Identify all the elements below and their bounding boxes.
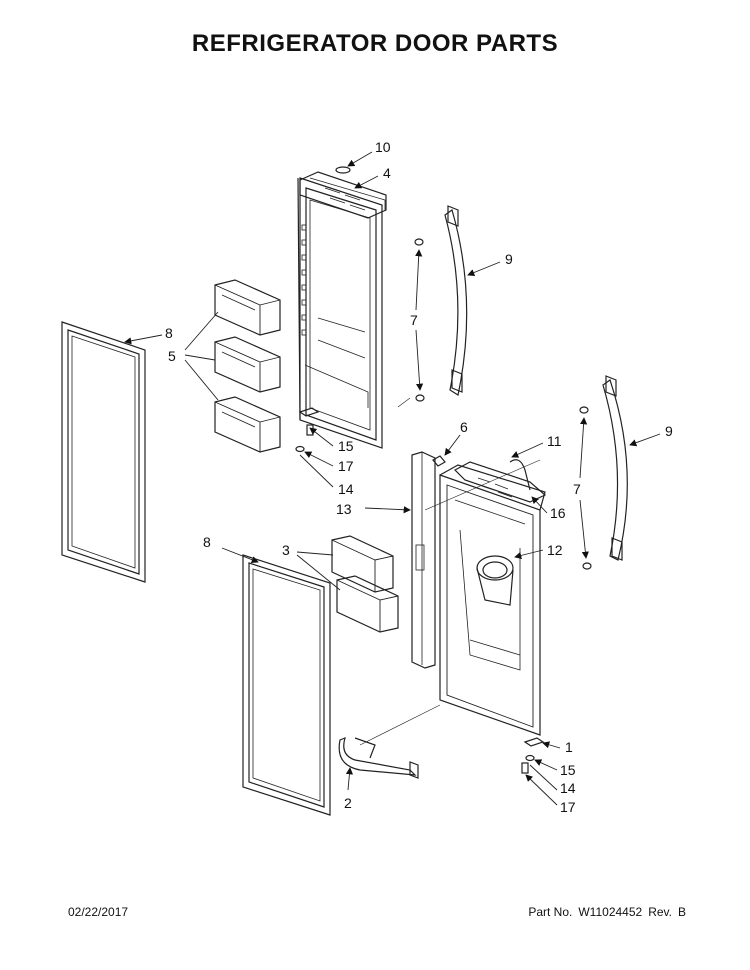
top-cap [299,171,387,219]
rev-label: Rev. [648,905,672,919]
hinge-hardware-upper [295,407,320,453]
door-bin [214,336,281,393]
footer-date: 02/22/2017 [68,905,129,919]
callout-8: 8 [165,325,173,341]
top-cap-lower [454,461,547,503]
door-gasket-upper [61,321,146,583]
bottom-hinge-bracket [338,736,419,779]
callout-9: 9 [505,251,513,267]
door-bin [214,396,281,453]
footer-part-info: Part No. W11024452 Rev. B [522,905,686,919]
callout-7: 7 [573,481,581,497]
door-bin [331,535,394,593]
part-number: W11024452 [578,905,643,919]
callout-1: 1 [565,739,573,755]
callout-13: 13 [336,501,352,517]
callout-5: 5 [168,348,176,364]
callout-9: 9 [665,423,673,439]
lower-door-liner [439,464,546,736]
leader-lines [124,151,661,806]
dispenser-chute [476,555,514,606]
callout-3: 3 [282,542,290,558]
page-title: REFRIGERATOR DOOR PARTS [191,30,559,57]
water-tube [509,459,531,491]
door-bin [336,575,399,633]
callout-16: 16 [550,505,566,521]
callout-11: 11 [547,433,562,449]
callout-14: 14 [560,780,576,796]
callout-8: 8 [203,534,211,550]
door-bin [214,279,281,336]
o-ring [335,166,351,174]
callout-7: 7 [410,312,418,328]
hinge-pin [432,455,446,467]
callout-4: 4 [383,165,391,181]
callout-15: 15 [338,438,354,454]
callout-10: 10 [375,139,391,155]
callout-2: 2 [344,795,352,811]
callout-17: 17 [560,799,576,815]
door-handle-upper [414,205,468,402]
callout-15: 15 [560,762,576,778]
callout-6: 6 [460,419,468,435]
rev-value: B [677,905,686,919]
upper-door-liner [297,177,386,449]
callout-17: 17 [338,458,354,474]
hinge-strip [411,451,436,669]
door-gasket-lower [242,554,331,816]
callout-14: 14 [338,481,354,497]
callout-12: 12 [547,542,563,558]
part-label: Part No. [528,905,573,919]
door-handle-lower [579,375,628,570]
